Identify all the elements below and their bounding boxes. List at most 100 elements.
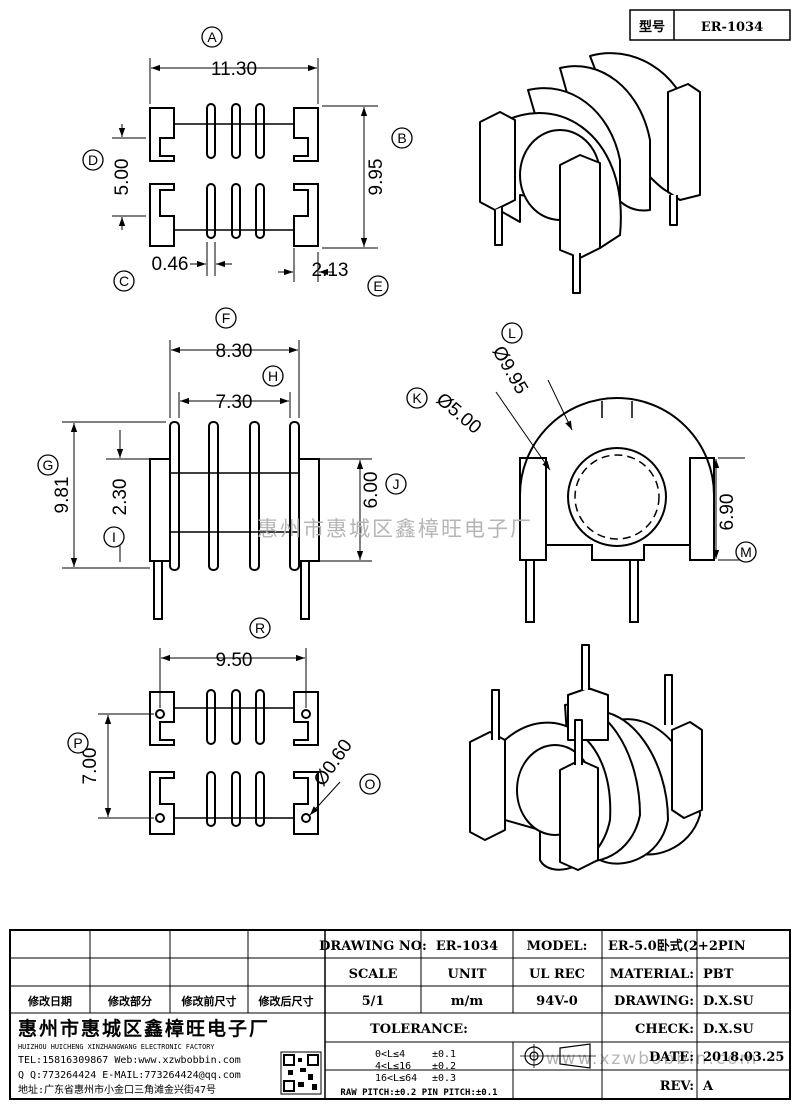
- svg-text:M: M: [740, 544, 752, 560]
- dim-2-13: 2.13: [312, 260, 349, 281]
- top-view: [149, 103, 319, 247]
- callout-H: H: [262, 365, 284, 387]
- callout-M: M: [735, 541, 757, 563]
- svg-text:D: D: [88, 152, 98, 168]
- callout-P: P: [67, 732, 89, 754]
- dim-0-46: 0.46: [152, 254, 189, 275]
- watermark-url: www.xzwbobbin.com: [546, 1049, 758, 1069]
- bottom-view: [149, 689, 319, 835]
- dim-phi-5-00: Ø5.00: [432, 389, 485, 438]
- svg-text:R: R: [255, 620, 265, 636]
- drawing-no-value: ER-1034: [436, 939, 498, 954]
- tolerance-range-3: 16<L≤64: [375, 1073, 417, 1084]
- svg-text:E: E: [373, 278, 382, 294]
- callout-A: A: [201, 26, 223, 48]
- front-view-dimensions: [62, 340, 372, 569]
- watermark-text: 惠州市惠城区鑫樟旺电子厂: [257, 517, 533, 541]
- svg-text:P: P: [73, 735, 82, 751]
- callout-E: E: [367, 275, 389, 297]
- tolerance-range-2: 4<L≤16: [375, 1061, 411, 1072]
- callout-B: B: [391, 127, 413, 149]
- svg-text:L: L: [508, 325, 516, 341]
- svg-text:F: F: [222, 310, 231, 326]
- rev-header-after: 修改后尺寸: [258, 994, 314, 1008]
- callout-O: O: [359, 773, 381, 795]
- company-name-cn: 惠州市惠城区鑫樟旺电子厂: [18, 1017, 270, 1040]
- tolerance-value-2: ±0.2: [432, 1061, 456, 1072]
- callout-C: C: [113, 270, 135, 292]
- callout-L: L: [501, 322, 523, 344]
- dim-8-30: 8.30: [216, 341, 253, 362]
- date-label: DATE:: [649, 1050, 694, 1065]
- projection-symbol-icon: [520, 1043, 596, 1069]
- check-label: CHECK:: [635, 1022, 694, 1037]
- rev-header-date: 修改日期: [27, 994, 72, 1008]
- part-number: ER-1034: [701, 20, 763, 35]
- rev-label: REV:: [660, 1079, 694, 1094]
- company-name-en: HUIZHOU HUICHENG XINZHANGWANG ELECTRONIC…: [18, 1043, 214, 1051]
- dim-7-00: 7.00: [80, 748, 101, 785]
- scale-value: 5/1: [362, 994, 385, 1009]
- company-qq-email: Q Q:773264424 E-MAIL:773264424@qq.com: [18, 1070, 241, 1081]
- dim-6-90: 6.90: [717, 494, 738, 531]
- isometric-view-bottom: [469, 644, 703, 871]
- rev-header-part: 修改部分: [107, 994, 152, 1008]
- svg-text:J: J: [393, 476, 400, 492]
- material-label: MATERIAL:: [610, 967, 694, 982]
- dim-5-00: 5.00: [112, 159, 133, 196]
- drawing-no-label: DRAWING NO:: [319, 939, 427, 954]
- top-view-dimensions: [112, 58, 378, 282]
- date-value: 2018.03.25: [703, 1050, 784, 1065]
- svg-text:B: B: [397, 130, 406, 146]
- drawing-value: D.X.SU: [703, 994, 754, 1009]
- part-label: 型号: [639, 19, 665, 35]
- pitch-note: RAW PITCH:±0.2 PIN PITCH:±0.1: [340, 1088, 497, 1098]
- material-value: PBT: [703, 967, 734, 982]
- callout-I: I: [103, 526, 125, 548]
- company-tel: TEL:15816309867 Web:www.xzwbobbin.com: [18, 1055, 241, 1066]
- drawing-label: DRAWING:: [614, 994, 694, 1009]
- callout-G: G: [37, 454, 59, 476]
- svg-text:G: G: [43, 457, 54, 473]
- scale-label: SCALE: [349, 967, 398, 982]
- svg-text:C: C: [119, 273, 129, 289]
- part-number-box: 型号 ER-1034: [629, 9, 791, 41]
- dim-2-30: 2.30: [110, 479, 131, 516]
- rev-header-before: 修改前尺寸: [181, 994, 237, 1008]
- rev-value: A: [702, 1079, 714, 1094]
- title-block: [9, 929, 791, 1100]
- callout-R: R: [249, 617, 271, 639]
- callout-D: D: [82, 149, 104, 171]
- dim-6-00: 6.00: [361, 472, 382, 509]
- tolerance-label: TOLERANCE:: [370, 1022, 468, 1037]
- isometric-view-top: [479, 52, 701, 294]
- tolerance-value-1: ±0.1: [432, 1049, 456, 1060]
- tolerance-range-1: 0<L≤4: [375, 1049, 405, 1060]
- svg-text:K: K: [412, 390, 422, 406]
- dim-9-81: 9.81: [52, 477, 73, 514]
- ul-rec-label: UL REC: [529, 967, 585, 982]
- model-label: MODEL:: [527, 939, 588, 954]
- model-value: ER-5.0卧式(2+2PIN: [608, 938, 746, 954]
- unit-label: UNIT: [448, 967, 487, 982]
- svg-text:I: I: [112, 529, 116, 545]
- tolerance-value-3: ±0.3: [432, 1073, 456, 1084]
- dim-9-50: 9.50: [216, 650, 253, 671]
- svg-text:O: O: [365, 776, 376, 792]
- dim-11-30: 11.30: [211, 59, 257, 80]
- callout-K: K: [406, 387, 428, 409]
- svg-text:A: A: [207, 29, 217, 45]
- ul-rec-value: 94V-0: [536, 994, 578, 1009]
- qr-code-icon: [280, 1051, 322, 1095]
- dim-phi-9-95: Ø9.95: [488, 343, 532, 398]
- check-value: D.X.SU: [703, 1022, 754, 1037]
- callout-J: J: [385, 473, 407, 495]
- side-view: [519, 397, 715, 623]
- company-address: 地址:广东省惠州市小金口三角滩金兴街47号: [18, 1083, 216, 1096]
- bottom-view-dimensions: [98, 648, 341, 819]
- dim-9-95: 9.95: [366, 159, 387, 196]
- dim-7-30: 7.30: [216, 392, 253, 413]
- callout-F: F: [215, 307, 237, 329]
- svg-text:H: H: [268, 368, 278, 384]
